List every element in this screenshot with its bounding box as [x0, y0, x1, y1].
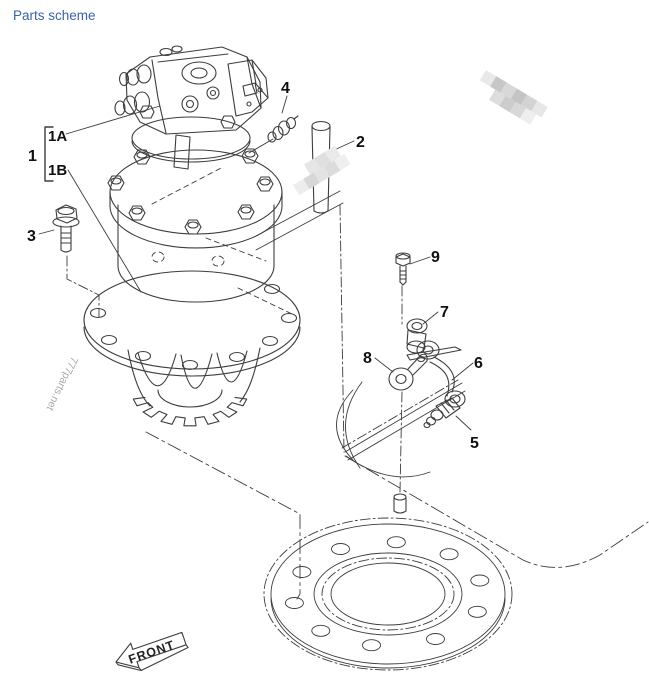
bracket-bolt-drawing — [395, 252, 411, 286]
callout-2: 2 — [356, 134, 365, 151]
ring-bolt-holes — [284, 536, 490, 652]
front-label: FRONT — [127, 638, 177, 667]
callout-7: 7 — [440, 304, 449, 321]
page-title[interactable]: Parts scheme — [13, 8, 96, 23]
callout-4: 4 — [281, 80, 290, 97]
callout-3: 3 — [27, 228, 36, 245]
centerlines — [66, 255, 649, 600]
censor-mosaic-center — [293, 145, 351, 196]
flange-bolts — [107, 148, 274, 235]
hose-assembly-drawing — [406, 340, 462, 397]
flange-holes — [89, 283, 298, 371]
flange-bolt-drawing — [52, 204, 80, 253]
censor-mosaic-top-right — [479, 70, 548, 125]
callout-1b: 1B — [48, 162, 67, 179]
callout-6: 6 — [474, 355, 483, 372]
motor-port-nipples — [114, 64, 152, 116]
dowel-pin-drawing — [393, 493, 407, 514]
reduction-gearbox-drawing — [83, 148, 301, 427]
callout-9: 9 — [431, 249, 440, 266]
watermark-text: 777parts.net — [44, 355, 80, 413]
callout-1: 1 — [28, 148, 37, 165]
clamp-drawing — [388, 353, 428, 391]
grease-fitting-drawing — [267, 115, 299, 143]
panel-outline — [255, 190, 466, 478]
mounting-ring-drawing — [263, 517, 513, 671]
hose-fitting-drawing — [423, 390, 466, 429]
front-direction-arrow: FRONT — [115, 631, 189, 672]
swing-motor-drawing — [114, 45, 269, 170]
callout-1a: 1A — [48, 128, 67, 145]
gear-teeth — [132, 396, 248, 427]
callout-5: 5 — [470, 435, 479, 452]
leader-lines — [38, 95, 474, 431]
callout-8: 8 — [363, 350, 372, 367]
